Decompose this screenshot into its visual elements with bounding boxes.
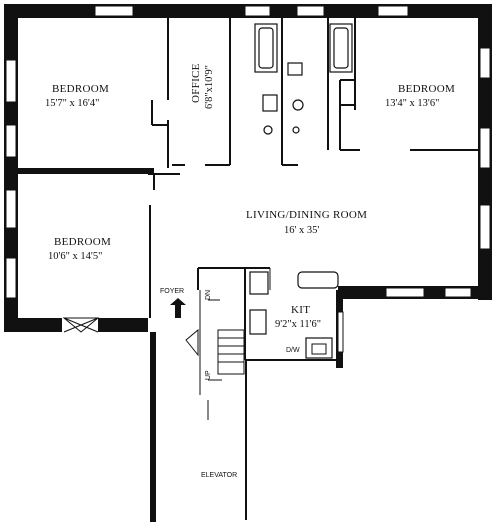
bathroom-fixtures — [254, 23, 353, 135]
office-name: OFFICE — [190, 63, 202, 103]
living-name: LIVING/DINING ROOM — [246, 209, 367, 221]
office-dims: 6'8"x10'9" — [204, 65, 215, 109]
bedroom1-name: BEDROOM — [52, 83, 109, 95]
stairs-up-label: UP — [205, 370, 212, 380]
stairs-down-label: DN — [205, 290, 212, 300]
kitchen-fixtures — [249, 268, 339, 359]
bedroom2-dims: 13'4" x 13'6" — [385, 98, 439, 109]
bedroom3-name: BEDROOM — [54, 236, 111, 248]
kitchen-name: KIT — [291, 304, 310, 316]
stairs — [199, 290, 245, 420]
bedroom1-dims: 15'7" x 16'4" — [45, 98, 99, 109]
bedroom2-name: BEDROOM — [398, 83, 455, 95]
dishwasher-label: D/W — [286, 347, 300, 354]
interior-walls — [4, 18, 478, 522]
exterior-walls — [4, 4, 492, 368]
foyer-arrow-icon — [170, 298, 186, 318]
foyer-label: FOYER — [160, 288, 184, 295]
doors — [62, 317, 199, 357]
bedroom3-dims: 10'6" x 14'5" — [48, 251, 102, 262]
living-dims: 16' x 35' — [284, 225, 319, 236]
kitchen-dims: 9'2"x 11'6" — [275, 319, 321, 330]
windows — [5, 5, 491, 353]
elevator-label: ELEVATOR — [201, 472, 237, 479]
